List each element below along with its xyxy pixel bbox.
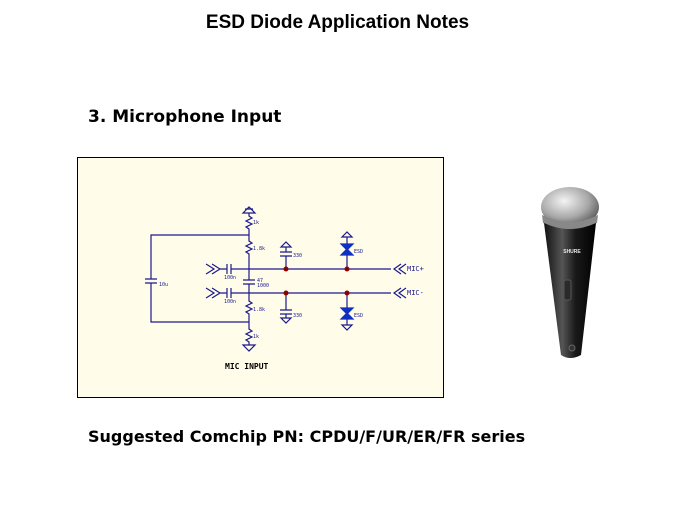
microphone-brand: SHURE [563, 249, 581, 255]
label-c-in2: 100n [224, 299, 236, 305]
label-r3: 1.8k [253, 307, 265, 313]
microphone-input-schematic: 1k 1.8k 1.8k 1k 100n 100n 47 1000 10u 33… [77, 157, 444, 398]
label-c-top: 330 [293, 253, 302, 259]
label-d-top: ESD [354, 249, 363, 255]
label-r1: 1k [253, 220, 259, 226]
microphone-image: SHURE [535, 185, 615, 375]
label-c-in1: 100n [224, 275, 236, 281]
label-mic-neg: MIC- [407, 289, 424, 297]
label-r2: 1.8k [253, 246, 265, 252]
section-heading: 3. Microphone Input [88, 107, 282, 127]
page-title: ESD Diode Application Notes [205, 12, 470, 33]
label-c-mid: 47 [257, 278, 263, 284]
label-c-left: 10u [159, 282, 168, 288]
label-c-bot: 330 [293, 313, 302, 319]
label-r4: 1k [253, 334, 259, 340]
label-mic-pos: MIC+ [407, 265, 424, 273]
label-d-bot: ESD [354, 313, 363, 319]
schematic-caption: MIC INPUT [225, 362, 269, 371]
suggested-part-number: Suggested Comchip PN: CPDU/F/UR/ER/FR se… [88, 427, 526, 446]
label-c-mid2: 1000 [257, 283, 269, 289]
